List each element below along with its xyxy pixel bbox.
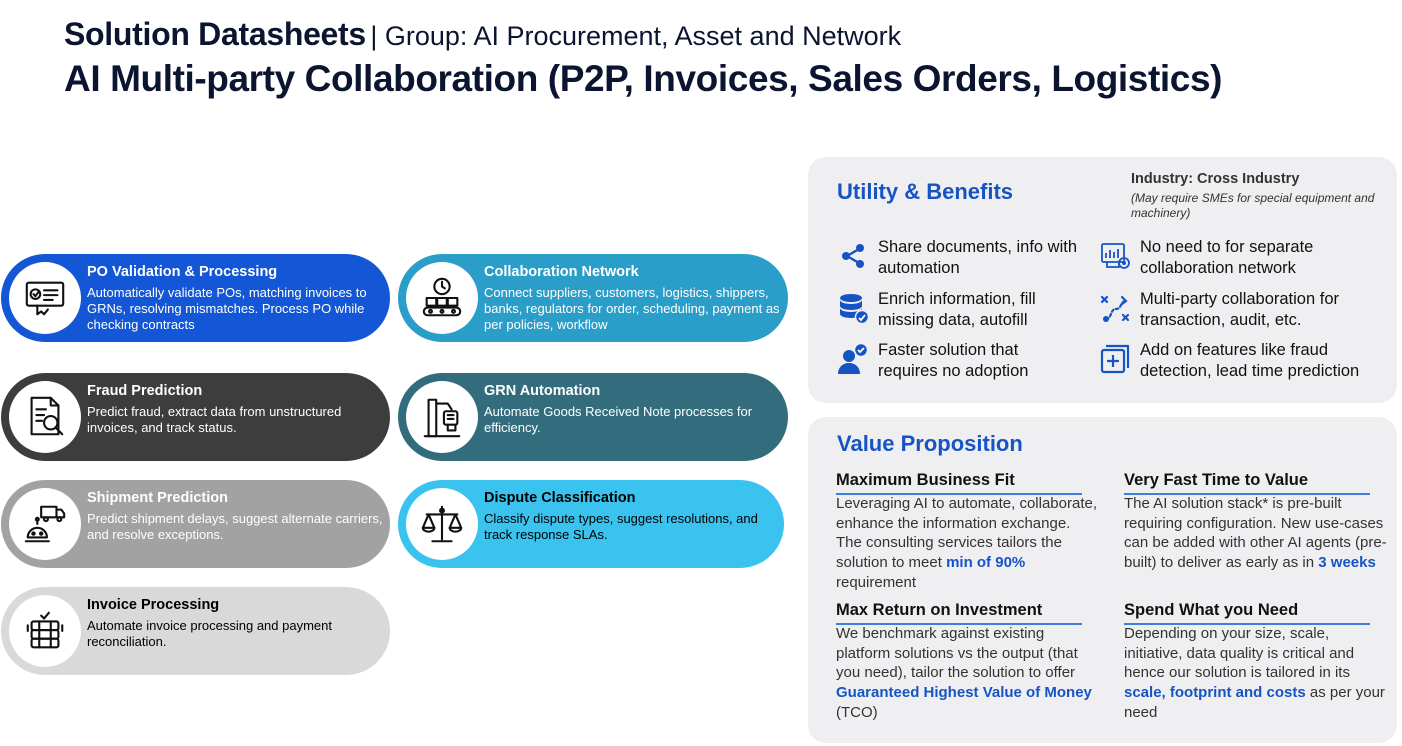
capability-grn-automation: GRN Automation Automate Goods Received N… xyxy=(398,373,788,461)
capability-desc: Predict fraud, extract data from unstruc… xyxy=(87,404,342,435)
value-text: We benchmark against existing platform s… xyxy=(836,624,1098,723)
benefit-text: Multi-party collaboration for transactio… xyxy=(1140,290,1339,329)
capability-title: Shipment Prediction xyxy=(87,490,228,506)
share-icon xyxy=(842,244,864,268)
page-header: Solution Datasheets | Group: AI Procurem… xyxy=(64,16,901,53)
document-check-icon xyxy=(9,262,81,334)
value-text-body: Depending on your size, scale, initiativ… xyxy=(1124,625,1355,682)
add-layers-icon xyxy=(1100,344,1130,374)
conveyor-clock-icon xyxy=(406,262,478,334)
database-icon xyxy=(840,294,870,325)
value-proposition-panel: Value Proposition Maximum Business Fit L… xyxy=(808,417,1397,743)
capability-title: PO Validation & Processing xyxy=(87,264,278,280)
user-check-icon xyxy=(838,342,869,374)
truck-robot-icon xyxy=(9,488,81,560)
capability-invoice-processing: Invoice Processing Automate invoice proc… xyxy=(1,587,390,675)
capability-title: Invoice Processing xyxy=(87,597,220,613)
capability-collaboration-network: Collaboration Network Connect suppliers,… xyxy=(398,254,788,342)
benefit-item: Faster solution that requires no adoptio… xyxy=(836,340,1078,382)
value-text-body: We benchmark against existing platform s… xyxy=(836,625,1078,682)
utility-title: Utility & Benefits xyxy=(837,179,1014,204)
value-highlight: Guaranteed Highest Value of Money xyxy=(836,684,1092,702)
value-text-body: The AI solution stack* is pre-built requ… xyxy=(1124,495,1387,572)
value-text-tail: requirement xyxy=(836,573,917,591)
group-label: | Group: AI Procurement, Asset and Netwo… xyxy=(370,21,902,51)
benefit-item: Multi-party collaboration for transactio… xyxy=(1098,289,1370,331)
page-subtitle: AI Multi-party Collaboration (P2P, Invoi… xyxy=(64,58,1223,99)
value-highlight: 3 weeks xyxy=(1318,554,1376,572)
capability-desc: Connect suppliers, customers, logistics,… xyxy=(484,285,780,332)
scales-icon xyxy=(406,488,478,560)
page-title: Solution Datasheets xyxy=(64,16,366,52)
benefit-text: Enrich information, fill missing data, a… xyxy=(878,290,1036,329)
capability-shipment-prediction: Shipment Prediction Predict shipment del… xyxy=(1,480,390,568)
capability-title: Fraud Prediction xyxy=(87,383,203,399)
value-text-body: Leveraging AI to automate, collaborate, … xyxy=(836,495,1098,572)
industry-label: Industry: Cross Industry xyxy=(1131,171,1300,187)
value-heading: Spend What you Need xyxy=(1124,601,1370,625)
benefit-item: Share documents, info with automation xyxy=(836,237,1078,279)
benefit-item: Enrich information, fill missing data, a… xyxy=(836,289,1078,331)
document-search-icon xyxy=(9,381,81,453)
value-text: Depending on your size, scale, initiativ… xyxy=(1124,624,1386,723)
strategy-icon xyxy=(1100,295,1130,322)
capability-desc: Automatically validate POs, matching inv… xyxy=(87,285,367,332)
benefit-text: No need to for separate collaboration ne… xyxy=(1140,238,1314,277)
benefit-text: Faster solution that requires no adoptio… xyxy=(878,341,1029,380)
capability-desc: Predict shipment delays, suggest alterna… xyxy=(87,511,383,542)
network-settings-icon xyxy=(1101,243,1130,269)
capability-title: Collaboration Network xyxy=(484,264,639,280)
stack-check-icon xyxy=(9,595,81,667)
value-heading: Maximum Business Fit xyxy=(836,471,1082,495)
capability-dispute-classification: Dispute Classification Classify dispute … xyxy=(398,480,784,568)
capability-title: Dispute Classification xyxy=(484,490,636,506)
benefit-item: No need to for separate collaboration ne… xyxy=(1098,237,1370,279)
industry-note: (May require SMEs for special equipment … xyxy=(1131,191,1375,220)
value-heading: Very Fast Time to Value xyxy=(1124,471,1370,495)
benefit-item: Add on features like fraud detection, le… xyxy=(1098,340,1390,382)
value-highlight: min of 90% xyxy=(946,554,1026,572)
value-highlight: scale, footprint and costs xyxy=(1124,684,1306,702)
utility-benefits-panel: Utility & Benefits Industry: Cross Indus… xyxy=(808,157,1397,403)
capability-desc: Classify dispute types, suggest resoluti… xyxy=(484,511,758,542)
value-title: Value Proposition xyxy=(837,431,1023,456)
capability-fraud-prediction: Fraud Prediction Predict fraud, extract … xyxy=(1,373,390,461)
value-heading: Max Return on Investment xyxy=(836,601,1082,625)
capability-title: GRN Automation xyxy=(484,383,601,399)
capability-desc: Automate Goods Received Note processes f… xyxy=(484,404,753,435)
capability-po-validation: PO Validation & Processing Automatically… xyxy=(1,254,390,342)
value-text: The AI solution stack* is pre-built requ… xyxy=(1124,494,1392,573)
capability-desc: Automate invoice processing and payment … xyxy=(87,618,332,649)
benefit-text: Share documents, info with automation xyxy=(878,238,1078,277)
value-text-tail: (TCO) xyxy=(836,703,878,721)
value-text-tail: as per your need xyxy=(1124,684,1385,721)
value-text: Leveraging AI to automate, collaborate, … xyxy=(836,494,1098,593)
robot-arm-icon xyxy=(406,381,478,453)
benefit-text: Add on features like fraud detection, le… xyxy=(1140,341,1360,380)
